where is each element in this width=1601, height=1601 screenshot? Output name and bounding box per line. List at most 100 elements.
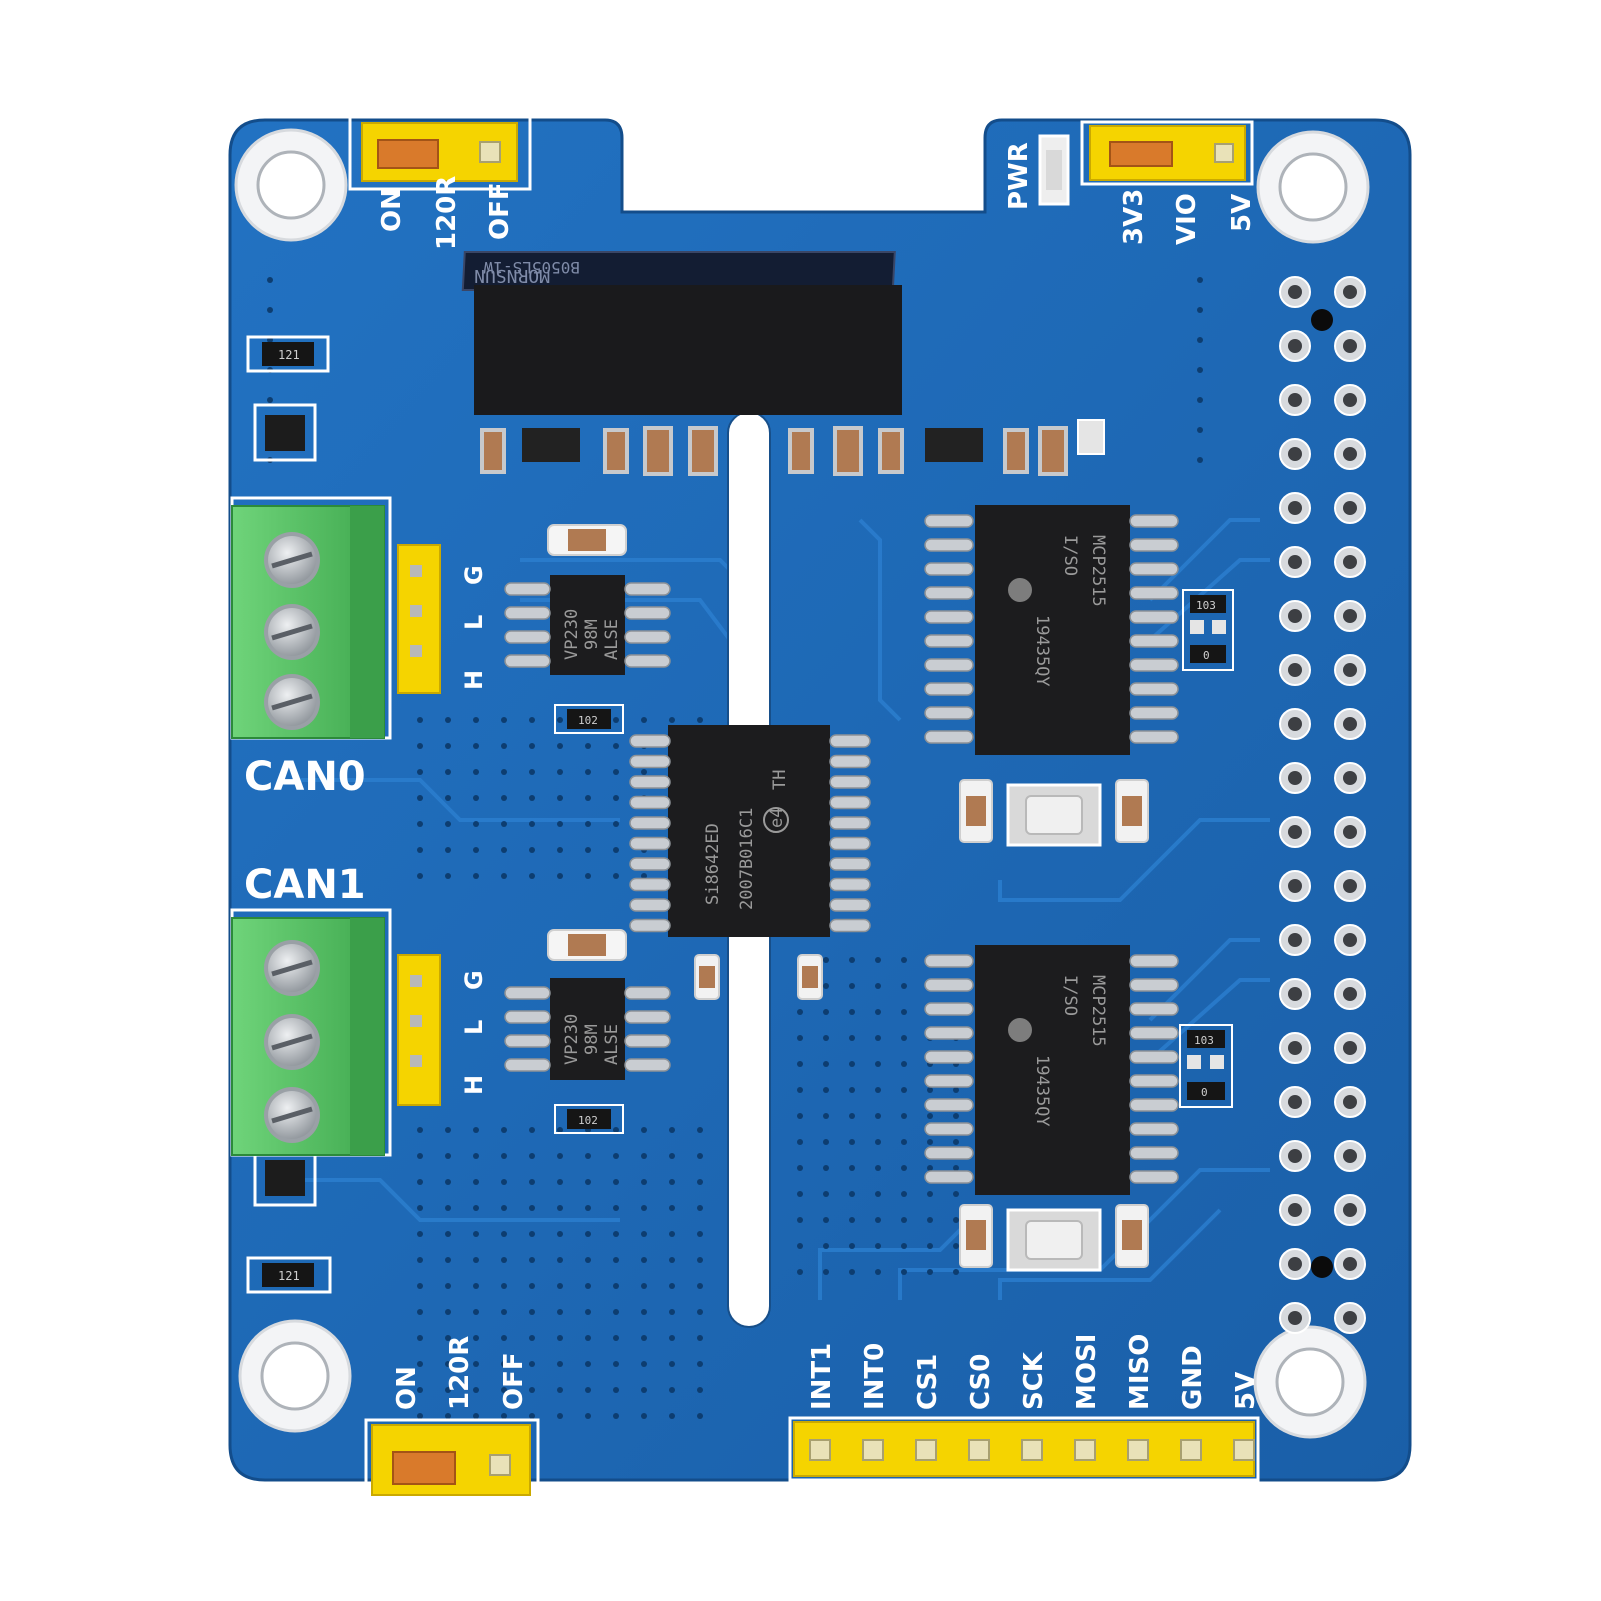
transceiver-top-line3: ALSE: [602, 619, 622, 660]
via: [927, 1243, 933, 1249]
isolator-line1: Si8642ED: [703, 823, 723, 905]
chip-pin: [829, 857, 871, 871]
jumper-label-on-top: ON: [377, 188, 407, 232]
via: [823, 1139, 829, 1145]
via: [445, 1283, 451, 1289]
via: [501, 1283, 507, 1289]
chip-pin: [1129, 634, 1179, 648]
gpio-hole: [1343, 555, 1357, 569]
via: [417, 1127, 423, 1133]
spi-header-pin: [968, 1439, 990, 1461]
resistor-121-bottom-text: 121: [278, 1269, 300, 1283]
via: [901, 957, 907, 963]
via: [585, 1257, 591, 1263]
spi-pin-label: SCK: [1019, 1351, 1049, 1410]
gpio-hole: [1343, 609, 1357, 623]
chip-pin: [504, 1058, 551, 1072]
chip-pin: [829, 836, 871, 851]
gpio-hole: [1288, 555, 1302, 569]
jumper-label-3v3: 3V3: [1119, 189, 1149, 245]
via: [585, 1283, 591, 1289]
via: [501, 873, 507, 879]
via: [557, 1283, 563, 1289]
spi-header-pin: [1233, 1439, 1255, 1461]
crystal-bottom: [959, 1204, 1149, 1272]
via: [417, 769, 423, 775]
via: [529, 795, 535, 801]
via: [953, 1165, 959, 1171]
via: [669, 717, 675, 723]
chip-pin: [924, 954, 974, 968]
can1-pin-header: H L G: [397, 954, 488, 1106]
dcdc-module: MORNSUN B0505LS-1W: [461, 251, 902, 415]
via: [669, 1257, 675, 1263]
jumper-label-120r-top: 120R: [432, 176, 462, 250]
jumper-label-120r-bottom: 120R: [445, 1336, 475, 1410]
chip-pin: [629, 754, 671, 769]
via: [267, 277, 273, 283]
chip-pin: [924, 514, 974, 528]
gpio-hole: [1343, 987, 1357, 1001]
via: [849, 1165, 855, 1171]
jumper-label-vio: VIO: [1172, 193, 1202, 245]
via: [557, 1179, 563, 1185]
chip-pin: [1129, 978, 1179, 992]
via: [417, 873, 423, 879]
via: [585, 795, 591, 801]
isolator-mark: e4: [767, 808, 787, 828]
via: [529, 1205, 535, 1211]
via: [529, 821, 535, 827]
chip-pin: [629, 816, 671, 830]
spi-pin-label: INT1: [807, 1343, 837, 1410]
spi-header-pin: [1127, 1439, 1149, 1461]
gpio-hole: [1343, 933, 1357, 947]
gpio-hole: [1343, 1041, 1357, 1055]
via: [927, 1217, 933, 1223]
chip-pin: [504, 630, 551, 644]
via: [613, 1387, 619, 1393]
chip-pin: [924, 978, 974, 992]
via: [529, 1335, 535, 1341]
via: [797, 1269, 803, 1275]
via: [613, 717, 619, 723]
via: [501, 1127, 507, 1133]
chip-pin: [624, 1034, 671, 1048]
via: [473, 1361, 479, 1367]
via: [823, 1165, 829, 1171]
can0-pin-header: H L G: [397, 544, 488, 694]
via: [927, 1139, 933, 1145]
via: [875, 1165, 881, 1171]
via: [669, 1309, 675, 1315]
resistor-121-top-text: 121: [278, 348, 300, 362]
via: [501, 1179, 507, 1185]
resistor-102-top: 102: [554, 704, 624, 734]
via: [641, 1361, 647, 1367]
chip-pin: [924, 1026, 974, 1040]
gpio-hole: [1288, 1041, 1302, 1055]
via: [823, 1113, 829, 1119]
via: [529, 873, 535, 879]
chip-pin: [1129, 1146, 1179, 1160]
dcdc-model-text: B0505LS-1W: [483, 258, 580, 277]
gpio-hole: [1288, 1311, 1302, 1325]
screw-slot: [271, 623, 313, 641]
via: [557, 873, 563, 879]
via: [697, 1153, 703, 1159]
via: [953, 1217, 959, 1223]
via: [557, 1413, 563, 1419]
via-dots: [267, 277, 1203, 1419]
gpio-hole: [1288, 501, 1302, 515]
gpio-hole: [1288, 825, 1302, 839]
chip-pin: [624, 1010, 671, 1024]
via: [501, 1309, 507, 1315]
via: [557, 743, 563, 749]
spi-header-pin: [1180, 1439, 1202, 1461]
chip-pin: [504, 1010, 551, 1024]
isolator-chip: Si8642ED 2007B016C1 TH e4: [629, 725, 871, 937]
via: [697, 717, 703, 723]
via: [697, 1179, 703, 1185]
via: [823, 1009, 829, 1015]
resistor-102-bottom: 102: [554, 1104, 624, 1134]
chip-pin: [1129, 514, 1179, 528]
via: [901, 1139, 907, 1145]
